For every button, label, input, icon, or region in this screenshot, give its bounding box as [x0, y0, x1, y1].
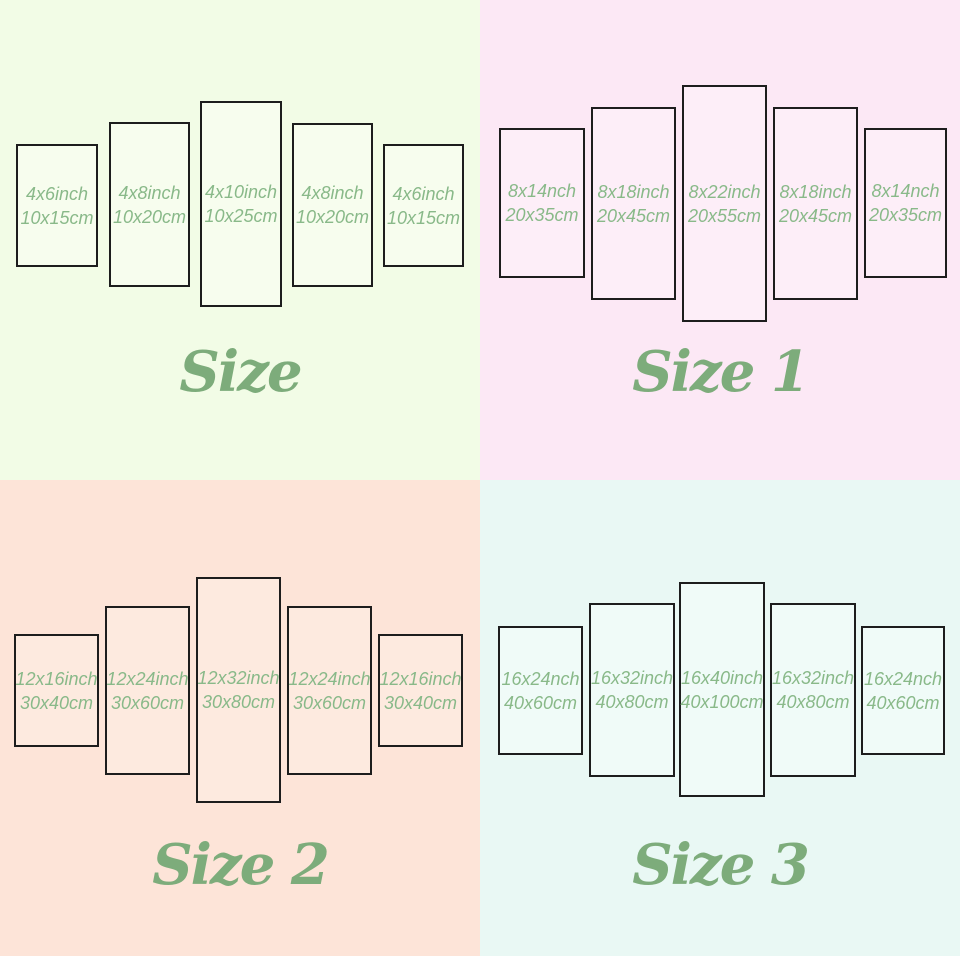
panel-inch-line: 8x22inch: [688, 181, 761, 202]
panel-size-label: 4x6inch 10x15cm: [20, 182, 93, 230]
panel-inch-line: 4x10inch: [204, 182, 278, 202]
panel-size-label: 12x16inch 30x40cm: [379, 667, 461, 715]
panel-cm-line: 20x35cm: [868, 205, 943, 225]
size-title: Size 3: [632, 832, 810, 898]
panel-size-label: 12x16inch 30x40cm: [15, 667, 97, 715]
panel-size-label: 12x24inch 30x60cm: [288, 667, 370, 715]
panel-cm-line: 40x100cm: [680, 691, 764, 712]
canvas-panel: 16x32inch 40x80cm: [770, 603, 856, 777]
panel-inch-line: 8x14nch: [871, 181, 940, 201]
panel-size-label: 8x14nch 20x35cm: [869, 179, 942, 227]
size-title: Size 1: [632, 339, 810, 405]
panel-cm-line: 40x80cm: [595, 692, 669, 712]
panel-inch-line: 8x18inch: [779, 181, 852, 202]
panel-cm-line: 10x25cm: [204, 206, 278, 226]
canvas-panel: 12x24inch 30x60cm: [105, 606, 190, 775]
canvas-panel: 16x40inch 40x100cm: [679, 582, 765, 797]
quadrant-size-1: 8x14nch 20x35cm 8x18inch 20x45cm 8x22inc…: [480, 0, 960, 480]
canvas-panel: 12x16inch 30x40cm: [14, 634, 99, 747]
canvas-panel: 16x24nch 40x60cm: [498, 626, 583, 755]
canvas-panel: 4x10inch 10x25cm: [200, 101, 282, 307]
panel-inch-line: 16x32inch: [771, 668, 855, 688]
panel-cm-line: 30x40cm: [383, 692, 458, 713]
panel-size-label: 4x6inch 10x15cm: [387, 182, 460, 230]
panel-inch-line: 4x6inch: [392, 183, 455, 204]
panel-cm-line: 20x55cm: [687, 205, 762, 226]
panel-size-label: 12x32inch 30x80cm: [197, 666, 279, 714]
canvas-panel: 16x24nch 40x60cm: [861, 626, 945, 755]
panel-size-label: 8x18inch 20x45cm: [779, 180, 852, 228]
panel-inch-line: 12x24inch: [106, 668, 189, 689]
canvas-panel: 8x22inch 20x55cm: [682, 85, 767, 322]
panel-cm-line: 20x35cm: [505, 205, 579, 225]
quadrant-size-3: 16x24nch 40x60cm 16x32inch 40x80cm 16x40…: [480, 480, 960, 960]
panel-cm-line: 40x60cm: [503, 692, 578, 713]
size-title: Size: [179, 339, 302, 405]
panel-inch-line: 16x40inch: [680, 667, 764, 688]
panel-cm-line: 10x15cm: [386, 207, 461, 228]
panel-inch-line: 12x32inch: [197, 668, 280, 688]
canvas-panel: 4x8inch 10x20cm: [292, 123, 373, 287]
panel-size-label: 16x40inch 40x100cm: [680, 666, 763, 714]
canvas-panel: 16x32inch 40x80cm: [589, 603, 675, 777]
canvas-panel: 12x32inch 30x80cm: [196, 577, 281, 803]
canvas-panel: 4x8inch 10x20cm: [109, 122, 190, 287]
panel-inch-line: 8x18inch: [597, 181, 670, 202]
size-title: Size 2: [152, 832, 330, 898]
panel-inch-line: 16x32inch: [590, 668, 674, 688]
canvas-panel: 4x6inch 10x15cm: [16, 144, 98, 267]
canvas-panel: 8x14nch 20x35cm: [499, 128, 585, 278]
panel-cm-line: 10x20cm: [295, 207, 370, 227]
canvas-panel: 8x14nch 20x35cm: [864, 128, 947, 278]
panel-cm-line: 20x45cm: [778, 205, 853, 226]
canvas-panel: 8x18inch 20x45cm: [773, 107, 858, 300]
panel-cm-line: 40x80cm: [776, 692, 850, 712]
quadrant-size-2: 12x16inch 30x40cm 12x24inch 30x60cm 12x3…: [0, 480, 480, 960]
panel-cm-line: 30x80cm: [201, 692, 276, 712]
panel-inch-line: 4x6inch: [25, 183, 89, 204]
panel-inch-line: 16x24nch: [501, 668, 580, 689]
panel-size-label: 16x24nch 40x60cm: [501, 667, 579, 715]
panel-inch-line: 4x8inch: [118, 182, 181, 203]
canvas-panel: 12x16inch 30x40cm: [378, 634, 463, 747]
panel-inch-line: 8x14nch: [507, 181, 577, 201]
panel-size-label: 4x8inch 10x20cm: [113, 181, 186, 229]
panel-cm-line: 30x60cm: [110, 692, 185, 713]
panel-size-label: 8x22inch 20x55cm: [688, 180, 761, 228]
panel-size-label: 8x14nch 20x35cm: [505, 179, 578, 227]
panel-inch-line: 12x24inch: [288, 668, 371, 689]
panel-cm-line: 30x60cm: [292, 692, 367, 713]
panel-cm-line: 20x45cm: [596, 205, 671, 226]
panel-size-label: 16x32inch 40x80cm: [591, 666, 673, 714]
panel-inch-line: 12x16inch: [379, 668, 462, 689]
panel-cm-line: 40x60cm: [866, 692, 940, 713]
panel-inch-line: 4x8inch: [301, 183, 364, 203]
canvas-panel: 12x24inch 30x60cm: [287, 606, 372, 775]
panel-size-label: 8x18inch 20x45cm: [597, 180, 670, 228]
panel-size-label: 16x32inch 40x80cm: [772, 666, 854, 714]
panel-size-label: 4x8inch 10x20cm: [296, 181, 369, 229]
canvas-panel: 4x6inch 10x15cm: [383, 144, 464, 267]
panel-size-label: 4x10inch 10x25cm: [204, 180, 277, 228]
panel-size-label: 12x24inch 30x60cm: [106, 667, 188, 715]
panel-cm-line: 10x20cm: [112, 206, 187, 227]
bottom-white-strip: [0, 956, 960, 960]
quadrant-size: 4x6inch 10x15cm 4x8inch 10x20cm 4x10inch…: [0, 0, 480, 480]
canvas-panel: 8x18inch 20x45cm: [591, 107, 676, 300]
panel-inch-line: 12x16inch: [15, 668, 98, 689]
panel-cm-line: 30x40cm: [19, 692, 94, 713]
panel-size-label: 16x24nch 40x60cm: [864, 667, 942, 715]
panel-cm-line: 10x15cm: [20, 207, 94, 228]
panel-inch-line: 16x24nch: [863, 668, 943, 689]
